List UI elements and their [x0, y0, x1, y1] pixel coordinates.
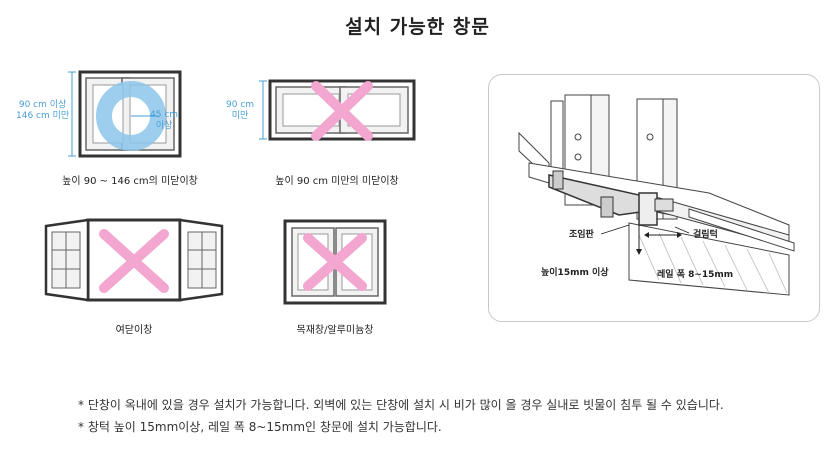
fig3-caption: 여닫이창: [115, 325, 153, 336]
height-range-label: 90 cm 이상 146 cm 미만: [16, 100, 69, 122]
note-item: * 단창이 옥내에 있을 경우 설치가 가능합니다. 외벽에 있는 단창에 설치…: [78, 398, 724, 412]
circle-size-label: 45 cm: [150, 110, 179, 120]
sill-height-label: 높이15mm 이상: [541, 268, 609, 278]
hook-label: 걸림턱: [693, 230, 718, 240]
note-item: * 창턱 높이 15mm이상, 레일 폭 8~15mm인 창문에 설치 가능합니…: [78, 420, 442, 434]
rail-width-label: 레일 폭 8~15mm: [657, 270, 734, 280]
fig4-caption: 목재창/알루미늄창: [296, 325, 374, 336]
short-height-suffix: 미만: [231, 111, 249, 121]
window-rail-detail-illustration: [518, 94, 795, 296]
fig1-caption: 높이 90 ~ 146 cm의 미닫이창: [62, 176, 198, 187]
installation-detail-panel: 조임판 걸림턱 높이15mm 이상 레일 폭 8~15mm: [488, 74, 820, 322]
page-title: 설치 가능한 창문: [345, 16, 490, 38]
circle-diameter-label: 45 cm 이상: [150, 110, 178, 132]
sliding-window-ok-illustration: [68, 70, 182, 158]
circle-size-suffix: 이상: [155, 121, 173, 131]
height-max-label: 146 cm 미만: [16, 111, 70, 121]
wood-aluminum-window-x-illustration: [283, 219, 387, 305]
clamp-plate-label: 조임판: [569, 230, 594, 240]
height-min-label: 90 cm 이상: [18, 100, 67, 110]
casement-window-x-illustration: [44, 218, 224, 302]
short-sliding-window-x-illustration: [259, 79, 416, 141]
fig2-caption: 높이 90 cm 미만의 미닫이창: [275, 176, 399, 187]
short-height-label: 90 cm 미만: [226, 100, 254, 122]
short-height-value: 90 cm: [226, 100, 255, 110]
installation-notes: * 단창이 옥내에 있을 경우 설치가 가능합니다. 외벽에 있는 단창에 설치…: [78, 394, 724, 438]
